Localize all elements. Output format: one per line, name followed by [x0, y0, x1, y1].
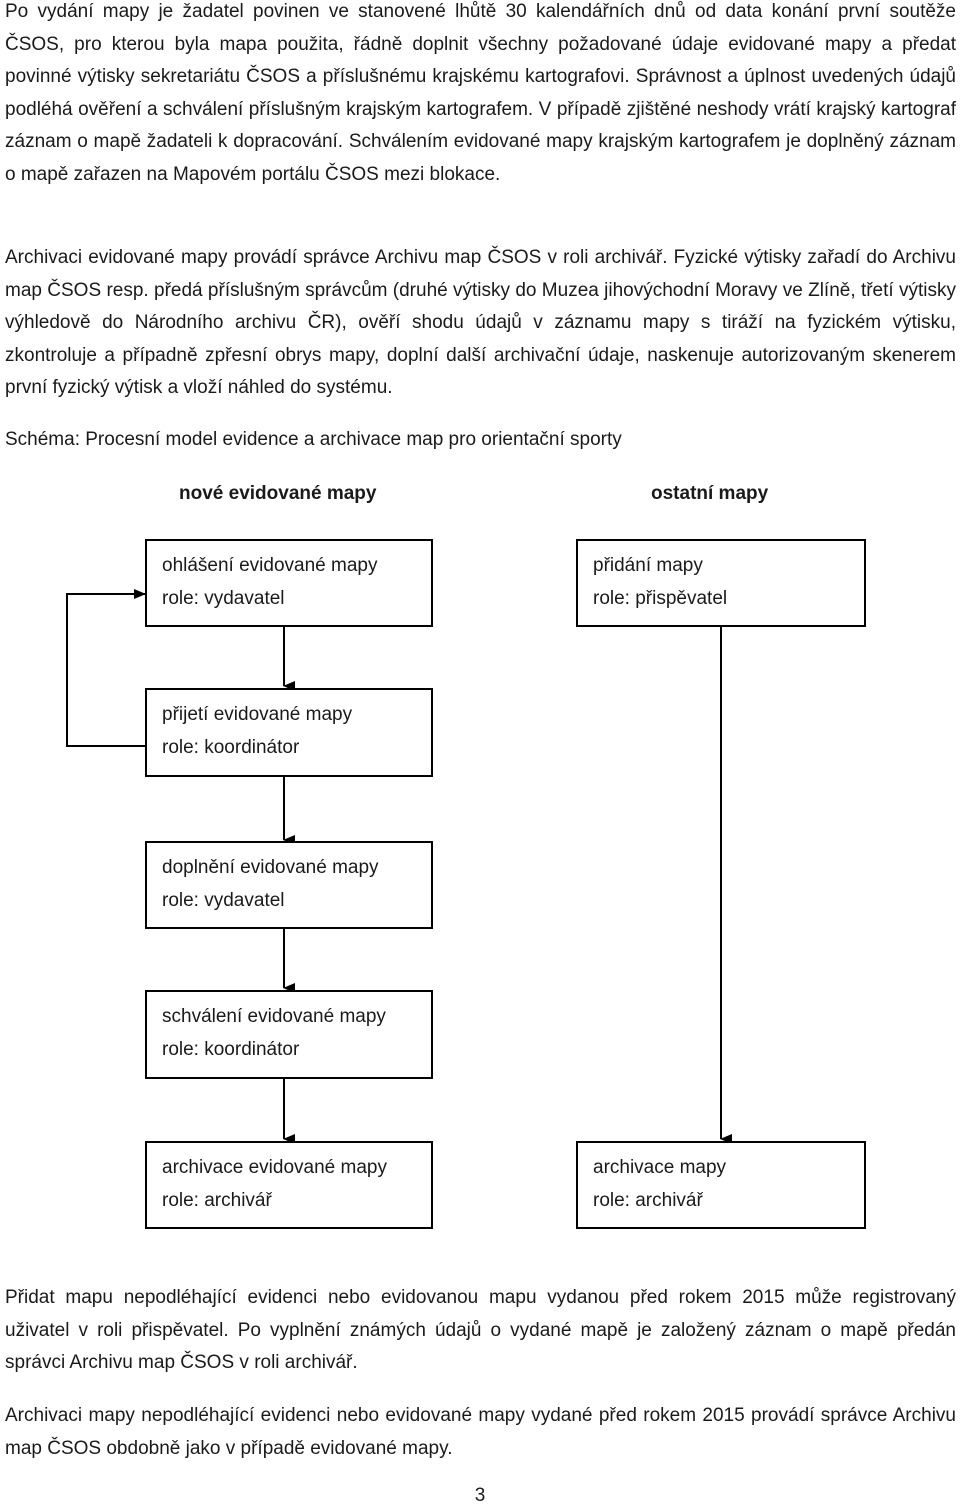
step-label: schválení evidované mapy [162, 1006, 386, 1027]
step-role: role: přispěvatel [593, 588, 728, 609]
step-label: přijetí evidované mapy [162, 704, 353, 725]
step-role: role: archivář [162, 1190, 272, 1211]
step-label: ohlášení evidované mapy [162, 555, 378, 576]
step-label: doplnění evidované mapy [162, 857, 379, 878]
step-pridani: přidání mapy role: přispěvatel [576, 539, 866, 627]
step-role: role: vydavatel [162, 890, 285, 911]
step-role: role: vydavatel [162, 588, 285, 609]
right-column-title: ostatní mapy [651, 483, 769, 504]
step-archivace-evidovane: archivace evidované mapy role: archivář [145, 1141, 433, 1229]
left-column-title: nové evidované mapy [179, 483, 377, 504]
step-role: role: koordinátor [162, 1039, 300, 1060]
step-schvaleni: schválení evidované mapy role: koordinát… [145, 990, 433, 1079]
archive-paragraph: Archivaci evidované mapy provádí správce… [5, 247, 956, 398]
step-label: přidání mapy [593, 555, 703, 576]
diagram-caption: Schéma: Procesní model evidence a archiv… [5, 429, 622, 450]
step-label: archivace evidované mapy [162, 1157, 387, 1178]
archiving-other-paragraph: Archivaci mapy nepodléhající evidenci ne… [5, 1405, 956, 1459]
return-loop-line [66, 589, 146, 747]
step-role: role: koordinátor [162, 737, 300, 758]
step-prijeti: přijetí evidované mapy role: koordinátor [145, 688, 433, 777]
page-number: 3 [474, 1485, 486, 1506]
step-ohlaseni: ohlášení evidované mapy role: vydavatel [145, 539, 433, 627]
step-doplneni: doplnění evidované mapy role: vydavatel [145, 841, 433, 929]
step-archivace-mapy: archivace mapy role: archivář [576, 1141, 866, 1229]
contributor-paragraph: Přidat mapu nepodléhající evidenci nebo … [5, 1287, 956, 1373]
intro-paragraph: Po vydání mapy je žadatel povinen ve sta… [5, 1, 956, 185]
step-label: archivace mapy [593, 1157, 727, 1178]
step-role: role: archivář [593, 1190, 703, 1211]
